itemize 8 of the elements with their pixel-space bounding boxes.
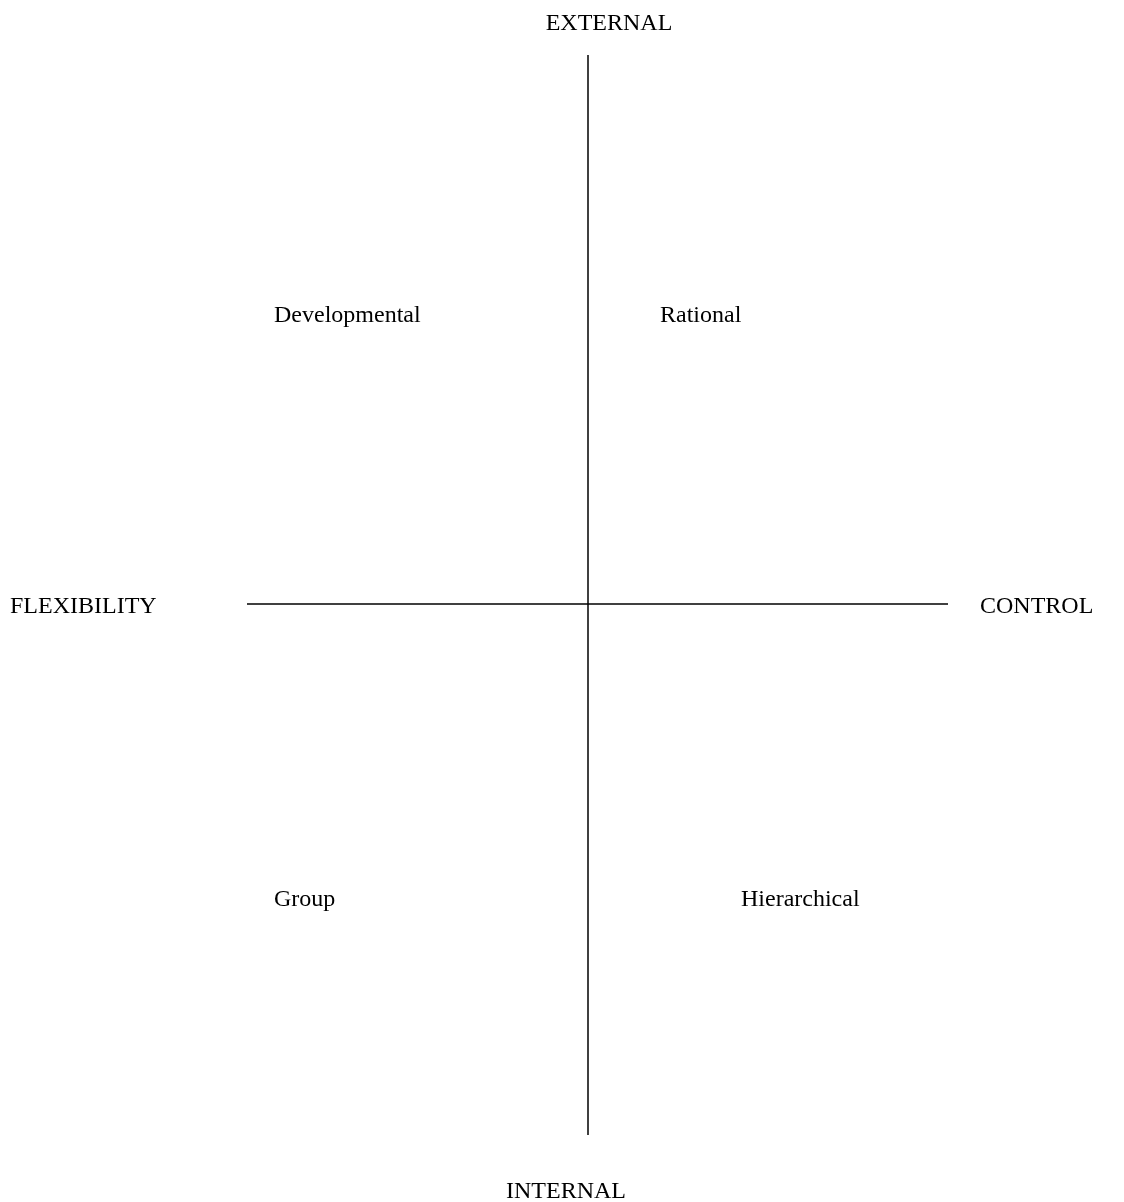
axis-label: CONTROL <box>980 591 1094 619</box>
axis-label: Hierarchical <box>741 884 860 912</box>
axis-label: Group <box>274 884 336 912</box>
axis-label: Rational <box>660 300 742 328</box>
axis-label: Developmental <box>274 300 421 328</box>
axis-label: INTERNAL <box>506 1176 626 1202</box>
axis-label: FLEXIBILITY <box>10 591 157 619</box>
axis-label: EXTERNAL <box>545 8 673 36</box>
